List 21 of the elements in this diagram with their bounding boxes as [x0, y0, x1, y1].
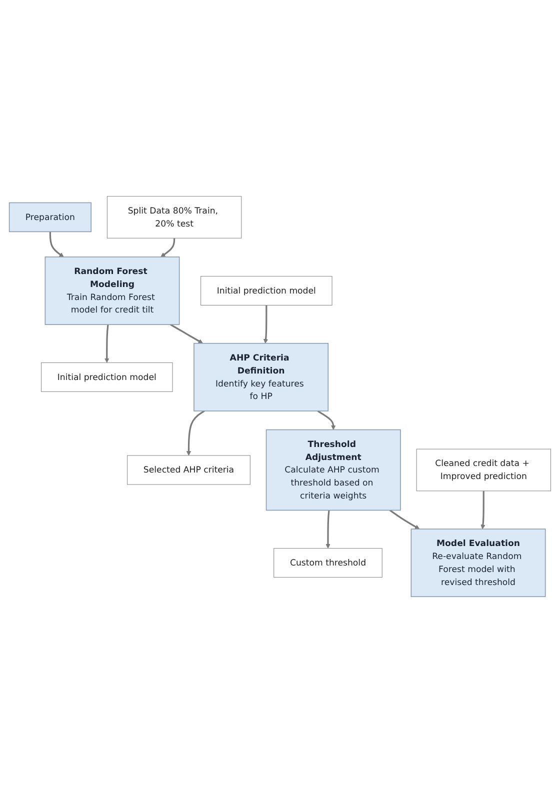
arrow — [186, 410, 205, 456]
arrow — [317, 410, 336, 430]
arrow — [170, 324, 204, 344]
arrow — [263, 305, 268, 344]
node-box: Initial prediction model — [200, 276, 332, 306]
node-box: Threshold Adjustment Calculate AHP custom threshold based on criteria weights — [266, 429, 401, 511]
node-box: Preparation — [8, 202, 92, 232]
node-box: Model Evaluation Re-evaluate Random Forest model with revised threshold — [410, 528, 546, 598]
node-box: Cleaned credit data + Improved prediction — [416, 448, 551, 492]
arrow — [480, 490, 486, 530]
node-box: Selected AHP criteria — [127, 455, 250, 485]
arrow — [160, 238, 176, 258]
node-box: Split Data 80% Train, 20% test — [106, 196, 242, 238]
node-box: Initial prediction model — [41, 362, 173, 392]
arrow — [104, 324, 110, 363]
arrow — [326, 510, 330, 549]
node-box: Custom threshold — [274, 548, 382, 578]
arrow — [389, 510, 420, 530]
arrow — [49, 232, 64, 258]
node-box: Random Forest Modeling Train Random Forest model for credit tilt — [44, 256, 180, 325]
node-box: AHP Criteria Definition Identify key features fo HP — [194, 342, 329, 412]
